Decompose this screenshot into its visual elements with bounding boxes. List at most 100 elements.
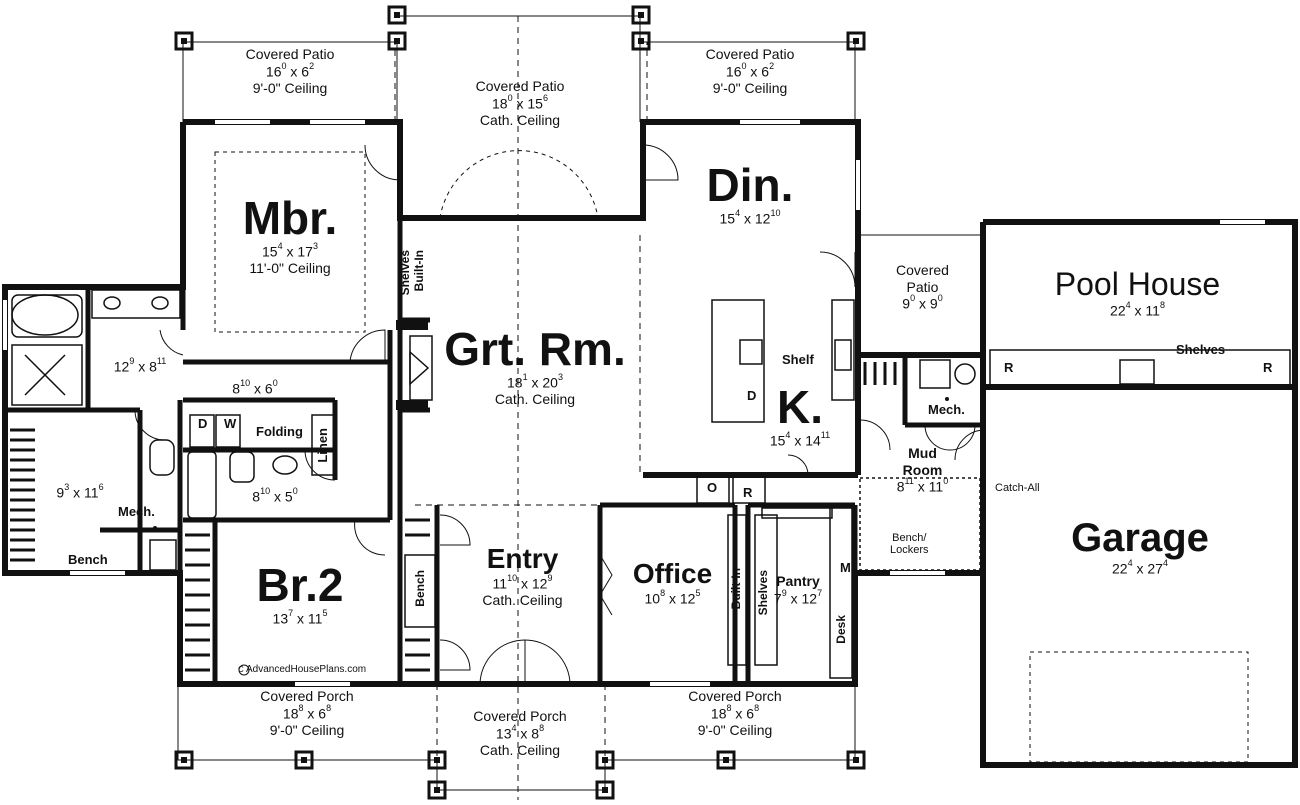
- room-dimensions: 188 x 68: [282, 702, 332, 722]
- label-shelf: Shelf: [782, 352, 814, 367]
- room-name: Covered Patio: [245, 46, 335, 62]
- label-dryer: D: [198, 416, 208, 431]
- room-name: Br.2: [256, 559, 344, 611]
- room-name: Grt. Rm.: [444, 323, 626, 375]
- label-refrigerator-pool-left: R: [1004, 360, 1014, 375]
- room-dimensions: 160 x 62: [725, 60, 775, 80]
- room-dimensions: 1110 x 129: [492, 573, 553, 592]
- closet-hangers: [10, 362, 897, 672]
- label-linen: Linen: [315, 428, 330, 463]
- copyright-mark: C: [238, 665, 244, 674]
- fixtures: [11, 289, 1291, 679]
- room-bedroom-2: Br.2 137 x 115: [230, 562, 370, 627]
- room-name: Covered Patio: [475, 78, 565, 94]
- room-ceiling: Cath. Ceiling: [482, 592, 563, 609]
- room-dimensions: 181 x 203: [507, 372, 563, 391]
- room-hall-top: 810 x 60: [215, 378, 295, 397]
- room-ceiling: Cath. Ceiling: [479, 111, 561, 128]
- label-washer: W: [224, 416, 237, 431]
- room-name: Pantry: [776, 573, 820, 589]
- room-dimensions: 90 x 90: [902, 293, 943, 312]
- room-dimensions: 79 x 127: [773, 587, 823, 607]
- door-swings: [134, 144, 984, 685]
- room-dimensions: 154 x 1411: [769, 430, 831, 449]
- room-name: Covered Patio: [705, 46, 795, 62]
- label-refrigerator-kitchen: R: [743, 485, 753, 500]
- room-walk-in-closet: 93 x 116: [40, 482, 120, 501]
- label-folding: Folding: [256, 424, 303, 439]
- room-name: Pool House: [1054, 266, 1221, 302]
- room-dimensions: 224 x 274: [1112, 558, 1168, 577]
- room-ceiling: Cath. Ceiling: [494, 391, 576, 408]
- room-name: Mud Room: [902, 445, 943, 478]
- room-patio-center: Covered Patio 180 x 156 Cath. Ceiling: [435, 78, 605, 128]
- room-dimensions: 129 x 811: [113, 356, 167, 375]
- room-dimensions: 154 x 1210: [719, 208, 781, 227]
- label-shelves-pool: Shelves: [1176, 342, 1226, 357]
- room-ceiling: Cath. Ceiling: [479, 741, 561, 758]
- room-name: Entry: [486, 543, 559, 574]
- room-dimensions: 224 x 118: [1110, 300, 1165, 319]
- room-porch-center: Covered Porch 134 x 88 Cath. Ceiling: [445, 708, 595, 758]
- label-mech-right: Mech.: [928, 402, 965, 417]
- label-bench-lockers: Bench/Lockers: [890, 532, 929, 556]
- room-bath-2: 810 x 50: [235, 486, 315, 505]
- room-patio-right: Covered Patio 160 x 62 9'-0" Ceiling: [665, 46, 835, 96]
- room-pool-house: Pool House 224 x 118: [1020, 268, 1255, 319]
- room-dimensions: 134 x 88: [495, 722, 545, 742]
- room-dimensions: 810 x 60: [232, 378, 278, 397]
- room-dimensions: 108 x 125: [644, 588, 701, 607]
- room-kitchen: K. 154 x 1411: [745, 384, 855, 449]
- room-dimensions: 810 x 50: [252, 486, 298, 505]
- room-dimensions: 137 x 115: [272, 608, 328, 627]
- room-great-room: Grt. Rm. 181 x 203 Cath. Ceiling: [430, 326, 640, 408]
- room-master-bath: 129 x 811: [100, 356, 180, 375]
- room-dimensions: 154 x 173: [262, 241, 318, 260]
- label-refrigerator-pool-right: R: [1263, 360, 1273, 375]
- room-name: Mbr.: [242, 192, 338, 244]
- room-ceiling: 9'-0" Ceiling: [252, 79, 328, 96]
- room-dimensions: 811 x 110: [896, 476, 949, 495]
- label-builtin-office: Built-In: [729, 568, 743, 610]
- label-dishwasher: D: [747, 388, 757, 403]
- room-dimensions: 188 x 68: [710, 702, 760, 722]
- room-office: Office 108 x 125: [615, 560, 730, 607]
- room-master-bedroom: Mbr. 154 x 173 11'-0" Ceiling: [215, 195, 365, 277]
- room-ceiling: 9'-0" Ceiling: [269, 721, 345, 738]
- room-patio-left: Covered Patio 160 x 62 9'-0" Ceiling: [205, 46, 375, 96]
- room-porch-right: Covered Porch 188 x 68 9'-0" Ceiling: [650, 688, 820, 738]
- room-name: Garage: [1071, 516, 1209, 560]
- room-name: Office: [632, 558, 713, 589]
- label-shelves-builtin-a: Shelves: [398, 250, 412, 296]
- posts: [174, 5, 866, 800]
- label-microwave: M: [840, 560, 851, 575]
- room-ceiling: 9'-0" Ceiling: [712, 79, 788, 96]
- windows: [3, 120, 1265, 686]
- room-garage: Garage 224 x 274: [1030, 518, 1250, 577]
- room-mudroom: Mud Room 811 x 110: [885, 445, 960, 495]
- room-dimensions: 180 x 156: [492, 92, 548, 112]
- room-pantry: Pantry 79 x 127: [768, 573, 828, 607]
- room-dining: Din. 154 x 1210: [680, 162, 820, 227]
- room-entry: Entry 1110 x 129 Cath. Ceiling: [460, 545, 585, 609]
- room-name: Din.: [706, 159, 794, 211]
- room-ceiling: 9'-0" Ceiling: [697, 721, 773, 738]
- label-mech-left: Mech.: [118, 504, 155, 519]
- room-name: Covered Patio: [896, 262, 949, 295]
- room-name: Covered Porch: [260, 688, 354, 704]
- label-desk: Desk: [834, 615, 848, 644]
- room-ceiling: 11'-0" Ceiling: [249, 260, 331, 277]
- label-catch-all: Catch-All: [995, 482, 1040, 494]
- room-name: Covered Porch: [688, 688, 782, 704]
- room-name: Covered Porch: [473, 708, 567, 724]
- label-shelves-builtin-b: Built-In: [412, 250, 426, 292]
- label-bench-closet: Bench: [68, 552, 108, 567]
- room-patio-small: Covered Patio 90 x 90: [870, 262, 975, 312]
- room-dimensions: 93 x 116: [56, 482, 104, 501]
- room-name: K.: [777, 381, 823, 433]
- label-oven: O: [707, 480, 718, 495]
- interior-walls: [5, 218, 983, 684]
- copyright-text: C AdvancedHousePlans.com: [238, 664, 367, 675]
- room-porch-left: Covered Porch 188 x 68 9'-0" Ceiling: [222, 688, 392, 738]
